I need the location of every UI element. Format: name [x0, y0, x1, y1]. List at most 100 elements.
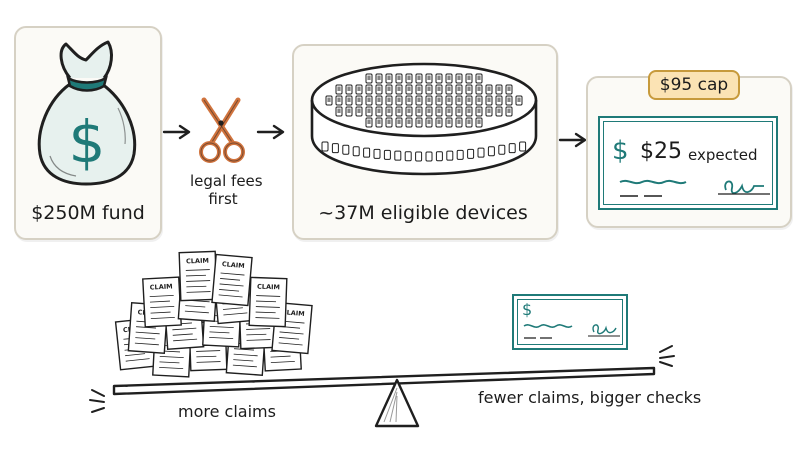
device-screen [367, 86, 371, 91]
device-screen [517, 97, 521, 102]
device-screen [337, 86, 341, 91]
device-screen [377, 86, 381, 91]
claim-label: CLAIM [150, 282, 173, 291]
device-screen [457, 75, 461, 80]
device-screen [417, 97, 421, 102]
check-amount: $25 [640, 139, 682, 164]
small-check-scribble [523, 324, 620, 339]
device-screen [447, 86, 451, 91]
device-screen [417, 119, 421, 124]
device-screen [447, 75, 451, 80]
device-screen [407, 108, 411, 113]
device-screen [467, 119, 471, 124]
device-screen [457, 108, 461, 113]
seesaw-fulcrum-icon [374, 378, 420, 428]
claims-pile: CLAIMCLAIMCLAIMCLAIMCLAIMCLAIMCLAIMCLAIM… [114, 250, 313, 378]
arrow-right-icon [558, 132, 587, 148]
device-screen [367, 75, 371, 80]
device-item [352, 146, 360, 157]
device-screen [467, 108, 471, 113]
device-screen [407, 75, 411, 80]
device-screen [377, 119, 381, 124]
device-screen [377, 75, 381, 80]
device-screen [417, 108, 421, 113]
device-item [394, 150, 402, 161]
device-screen [427, 119, 431, 124]
legal-fees-label: legal fees first [190, 172, 263, 208]
device-screen [387, 97, 391, 102]
claim-label: CLAIM [257, 283, 280, 292]
device-screen [337, 97, 341, 102]
claim-paper: CLAIM [211, 253, 253, 307]
device-item [383, 149, 391, 160]
motion-ticks-left [89, 389, 105, 413]
device-screen [377, 97, 381, 102]
motion-ticks-right [659, 345, 675, 367]
scissors-icon [199, 97, 245, 163]
arrow-right-icon [162, 124, 191, 140]
device-item [404, 151, 412, 162]
device-screen [397, 97, 401, 102]
device-screen [407, 119, 411, 124]
device-screen [437, 86, 441, 91]
device-screen [357, 86, 361, 91]
device-screen [447, 97, 451, 102]
device-screen [347, 97, 351, 102]
bag-dollar-sign: $ [69, 108, 106, 176]
seesaw-plank [112, 366, 656, 396]
device-item [456, 149, 464, 160]
device-item [425, 151, 433, 162]
device-screen [447, 108, 451, 113]
device-screen [397, 108, 401, 113]
device-screen [487, 86, 491, 91]
device-screen [457, 86, 461, 91]
device-screen [437, 97, 441, 102]
device-item [342, 144, 350, 155]
device-screen [357, 97, 361, 102]
device-item [321, 141, 329, 152]
device-item [519, 141, 527, 152]
device-screen [397, 119, 401, 124]
device-screen [437, 119, 441, 124]
claim-label: CLAIM [282, 308, 305, 318]
claim-paper: CLAIM [142, 276, 182, 328]
check-scribble [619, 179, 770, 197]
device-item [415, 151, 423, 162]
device-item [435, 151, 443, 162]
device-item [331, 143, 339, 154]
money-bag-icon: $ [37, 40, 137, 186]
device-tray-icon [310, 62, 538, 176]
legal-fees-line2: first [208, 190, 238, 208]
device-screen [397, 86, 401, 91]
device-screen [497, 97, 501, 102]
claim-label: CLAIM [222, 260, 245, 270]
check-expected: expected [688, 146, 758, 164]
cap-label: $95 cap [659, 75, 729, 95]
device-screen [427, 97, 431, 102]
small-check-icon [512, 294, 628, 350]
device-screen [467, 75, 471, 80]
device-screen [417, 86, 421, 91]
device-screen [497, 86, 501, 91]
device-item [363, 147, 371, 158]
fewer-claims-label: fewer claims, bigger checks [478, 388, 702, 407]
device-screen [477, 86, 481, 91]
device-screen [427, 75, 431, 80]
device-screen [507, 108, 511, 113]
device-screen [477, 119, 481, 124]
legal-fees-line1: legal fees [190, 172, 263, 190]
devices-label: ~37M eligible devices [318, 202, 528, 224]
device-screen [427, 108, 431, 113]
device-screen [367, 108, 371, 113]
device-item [487, 146, 495, 157]
device-screen [457, 119, 461, 124]
fund-label: $250M fund [31, 202, 145, 224]
device-item [373, 148, 381, 159]
device-screen [477, 97, 481, 102]
more-claims-label: more claims [178, 402, 276, 421]
claim-paper: CLAIM [178, 250, 218, 302]
device-screen [457, 97, 461, 102]
device-screen [327, 97, 331, 102]
check-dollar-symbol: $ [612, 136, 629, 166]
